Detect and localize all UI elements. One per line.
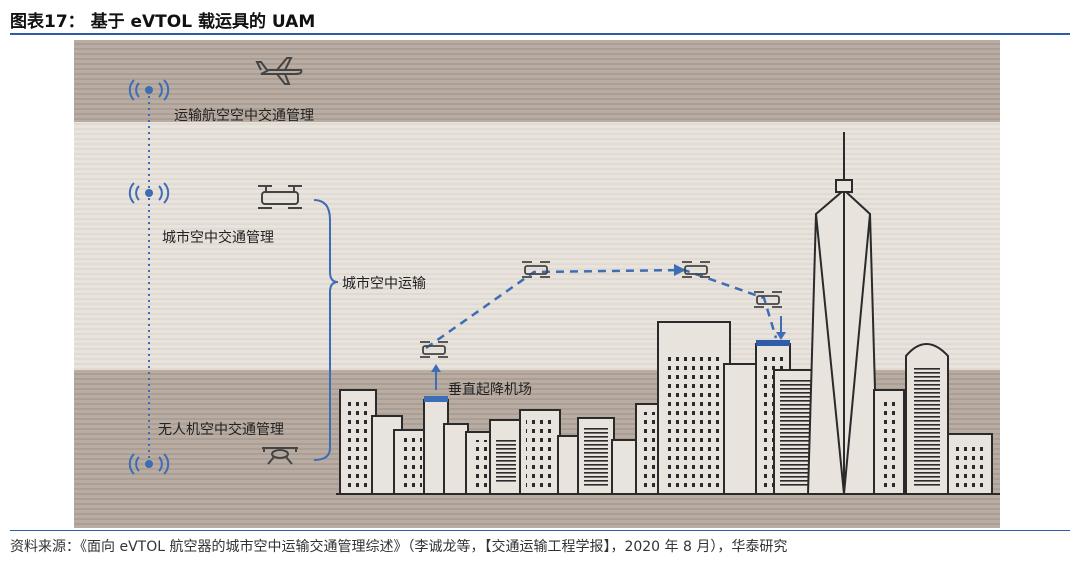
signal-icon — [128, 79, 170, 101]
uam-diagram: 运输航空空中交通管理 城市空中交通管理 城市空中运输 垂直起降机场 无人机空中交… — [74, 40, 1000, 528]
footer-divider — [10, 530, 1070, 531]
figure-title: 图表17： 基于 eVTOL 载运具的 UAM — [10, 12, 316, 32]
source-note: 资料来源：《面向 eVTOL 航空器的城市空中运输交通管理综述》（李诚龙等，【交… — [10, 539, 788, 555]
evtol-icon — [522, 261, 550, 278]
title-divider — [10, 33, 1070, 35]
label-urban-atm: 城市空中交通管理 — [162, 229, 274, 246]
evtol-icon — [258, 185, 302, 209]
city-skyline — [339, 132, 993, 495]
airplane-icon — [255, 57, 303, 85]
grouping-brace — [313, 199, 339, 461]
label-transport-atm: 运输航空空中交通管理 — [174, 107, 314, 124]
evtol-icon — [420, 341, 448, 358]
arrow-head — [674, 264, 686, 276]
evtol-icon — [682, 261, 710, 278]
signal-icon — [128, 453, 170, 475]
vertiport-pad — [424, 396, 448, 402]
drone-icon — [262, 447, 298, 465]
evtol-icon — [754, 291, 782, 308]
label-uav-atm: 无人机空中交通管理 — [158, 421, 284, 438]
band-upper — [74, 40, 1000, 122]
label-urban-air-transport: 城市空中运输 — [342, 275, 426, 292]
label-vertiport: 垂直起降机场 — [448, 381, 532, 398]
signal-icon — [128, 182, 170, 204]
